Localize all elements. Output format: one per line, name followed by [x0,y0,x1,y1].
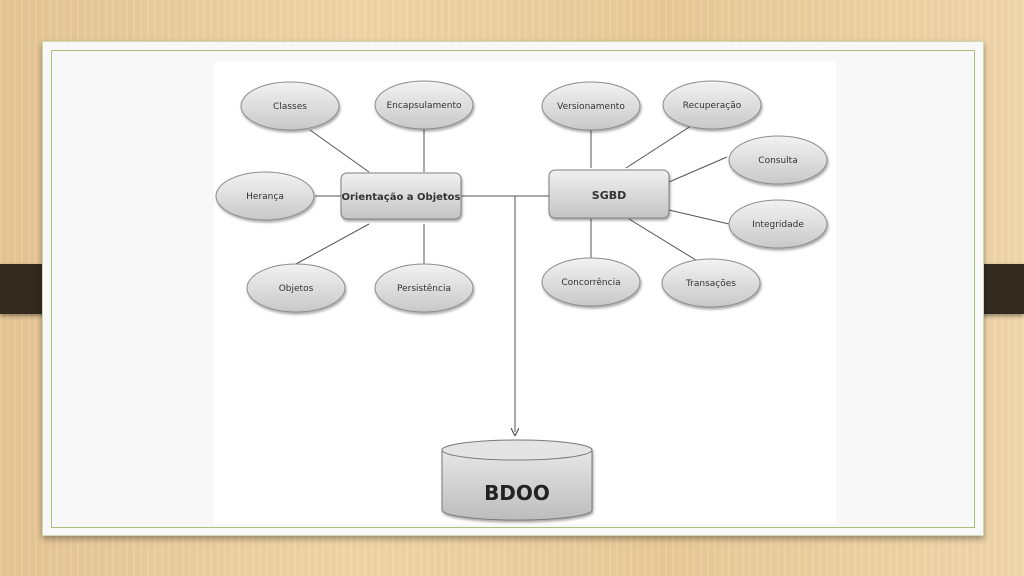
concorrencia-label: Concorrência [561,277,620,288]
connector-recuperacao [625,123,695,169]
right-node-consulta [728,135,828,185]
center-box-sgbd [548,169,670,219]
bdoo-database-icon [441,439,593,521]
integridade-label: Integridade [752,220,804,230]
right-node-integridade [728,199,828,249]
connector-integridade [668,209,730,225]
transacoes-label: Transações [685,279,736,289]
connector-lines [295,123,730,432]
left-node-encapsulamento [374,80,474,130]
objetos-label: Objetos [279,284,314,294]
left-node-heranca [215,171,315,221]
diagram-svg: Classes Encapsulamento Herança Objetos P… [215,80,828,521]
left-node-persistencia [374,263,474,313]
orientacao-objetos-label: Orientação a Objetos [341,192,460,203]
right-node-recuperacao [662,80,762,130]
connector-objetos [295,223,370,265]
persistencia-label: Persistência [397,283,451,294]
heranca-label: Herança [246,192,284,202]
left-node-objetos [246,263,346,313]
left-node-classes [240,81,340,131]
connector-classes [309,129,370,173]
sgbd-label: SGBD [592,189,626,202]
diagram-canvas: Classes Encapsulamento Herança Objetos P… [214,62,836,524]
consulta-label: Consulta [758,156,797,166]
encapsulamento-label: Encapsulamento [386,101,462,111]
connector-transacoes [628,218,705,266]
classes-label: Classes [273,102,307,112]
slide-card-border [51,50,975,528]
connector-consulta [668,156,728,183]
recuperacao-label: Recuperação [683,101,742,111]
versionamento-label: Versionamento [557,102,625,112]
center-box-orientacao-objetos [340,172,462,220]
right-node-transacoes [661,258,761,308]
right-node-concorrencia [541,257,641,307]
right-node-versionamento [541,81,641,131]
bdoo-label: BDOO [484,481,550,505]
